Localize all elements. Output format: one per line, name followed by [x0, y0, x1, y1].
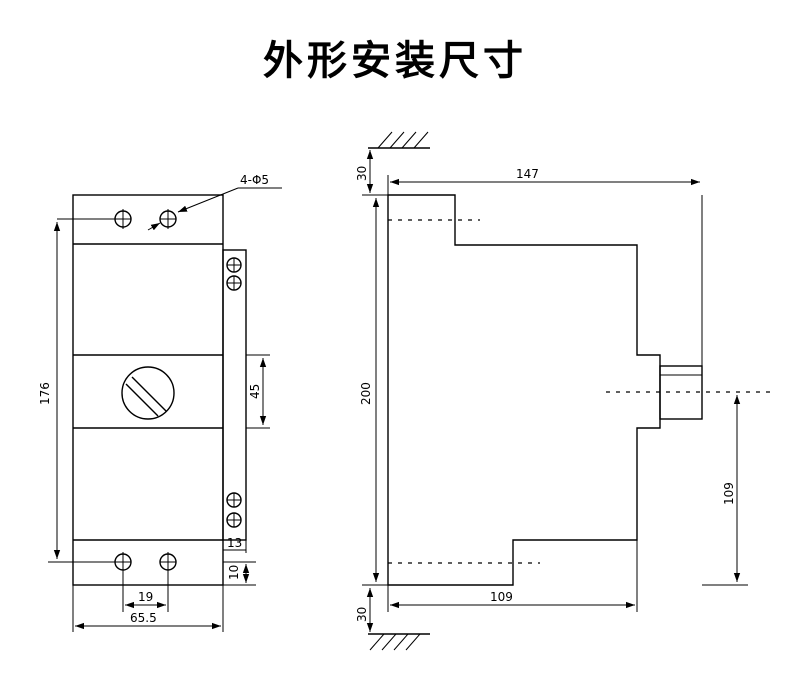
terminal-screw-icon — [226, 492, 242, 508]
page-title: 外形安装尺寸 — [263, 38, 527, 84]
terminal-screw-icon — [226, 512, 242, 528]
depth-label: 147 — [516, 167, 539, 181]
bottom-clearance-label: 30 — [355, 607, 369, 622]
hole-spec-label: 4-Φ5 — [240, 173, 269, 187]
top-clearance-label: 30 — [355, 166, 369, 181]
front-view: 4-Φ5 176 45 13 10 — [38, 173, 282, 632]
base-depth-label: 109 — [490, 590, 513, 604]
bottom-margin-label: 10 — [227, 565, 241, 580]
shaft-height-label: 109 — [722, 482, 736, 505]
top-wall-hatch-icon — [368, 131, 430, 149]
side-profile — [387, 194, 661, 586]
width-label: 65.5 — [130, 611, 157, 625]
terminal-width-label: 13 — [227, 536, 242, 550]
mounting-hole-icon — [159, 209, 177, 229]
handle-span-label: 45 — [248, 384, 262, 399]
terminal-strip — [222, 249, 247, 541]
bottom-wall-hatch-icon — [368, 633, 430, 651]
hole-leader — [177, 187, 239, 213]
mounting-hole-icon — [159, 552, 177, 572]
hole-spacing-label: 19 — [138, 590, 153, 604]
body-height-label: 200 — [359, 382, 373, 405]
side-view: 30 147 200 109 109 30 — [355, 131, 770, 651]
height-label: 176 — [38, 382, 52, 405]
terminal-screw-icon — [226, 257, 242, 273]
rotary-handle-icon — [121, 366, 175, 420]
hole-leader-2 — [147, 222, 161, 231]
terminal-screw-icon — [226, 275, 242, 291]
front-outline — [72, 194, 224, 586]
